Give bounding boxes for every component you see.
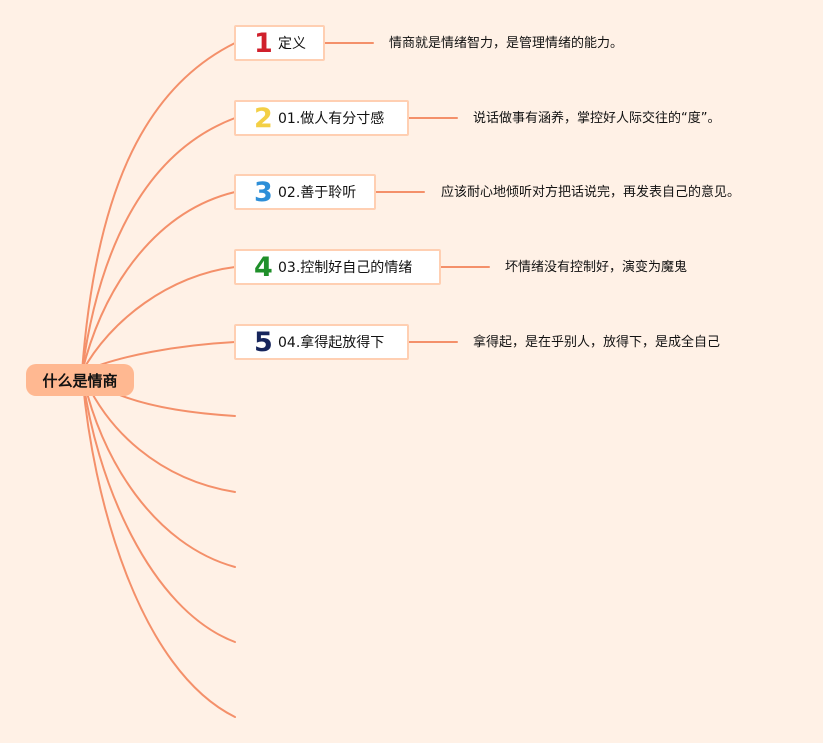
topic-label-1: 定义: [278, 36, 306, 52]
number-badge-5: 5: [254, 326, 273, 358]
root-node[interactable]: 什么是情商: [26, 364, 134, 396]
branch-line-empty-3: [81, 371, 236, 568]
topic-description-1[interactable]: 情商就是情绪智力，是管理情绪的能力。: [389, 36, 624, 51]
branch-line-4: [81, 266, 236, 373]
topic-label-4: 03.控制好自己的情绪: [278, 260, 413, 276]
number-badge-2: 2: [254, 102, 273, 134]
topic-label-3: 02.善于聆听: [278, 185, 357, 201]
topic-description-3[interactable]: 应该耐心地倾听对方把话说完，再发表自己的意见。: [441, 185, 741, 200]
branch-line-empty-4: [81, 371, 236, 643]
number-badge-4: 4: [254, 251, 273, 283]
topic-description-4[interactable]: 坏情绪没有控制好，演变为魔鬼: [505, 260, 688, 275]
topic-node-4[interactable]: 4 03.控制好自己的情绪: [234, 249, 441, 285]
topic-node-1[interactable]: 1 定义: [234, 25, 325, 61]
branch-line-3: [81, 191, 236, 373]
topic-node-2[interactable]: 2 01.做人有分寸感: [234, 100, 409, 136]
number-badge-3: 3: [254, 176, 273, 208]
branch-line-1: [81, 42, 236, 373]
number-badge-1: 1: [254, 27, 273, 59]
topic-node-5[interactable]: 5 04.拿得起放得下: [234, 324, 409, 360]
topic-node-3[interactable]: 3 02.善于聆听: [234, 174, 376, 210]
topic-description-5[interactable]: 拿得起，是在乎别人，放得下，是成全自己: [473, 335, 721, 350]
topic-description-2[interactable]: 说话做事有涵养，掌控好人际交往的“度”。: [473, 111, 721, 126]
branch-line-empty-5: [81, 371, 236, 718]
branch-line-2: [81, 117, 236, 373]
topic-label-5: 04.拿得起放得下: [278, 335, 385, 351]
root-label: 什么是情商: [42, 371, 118, 390]
topic-label-2: 01.做人有分寸感: [278, 111, 385, 127]
